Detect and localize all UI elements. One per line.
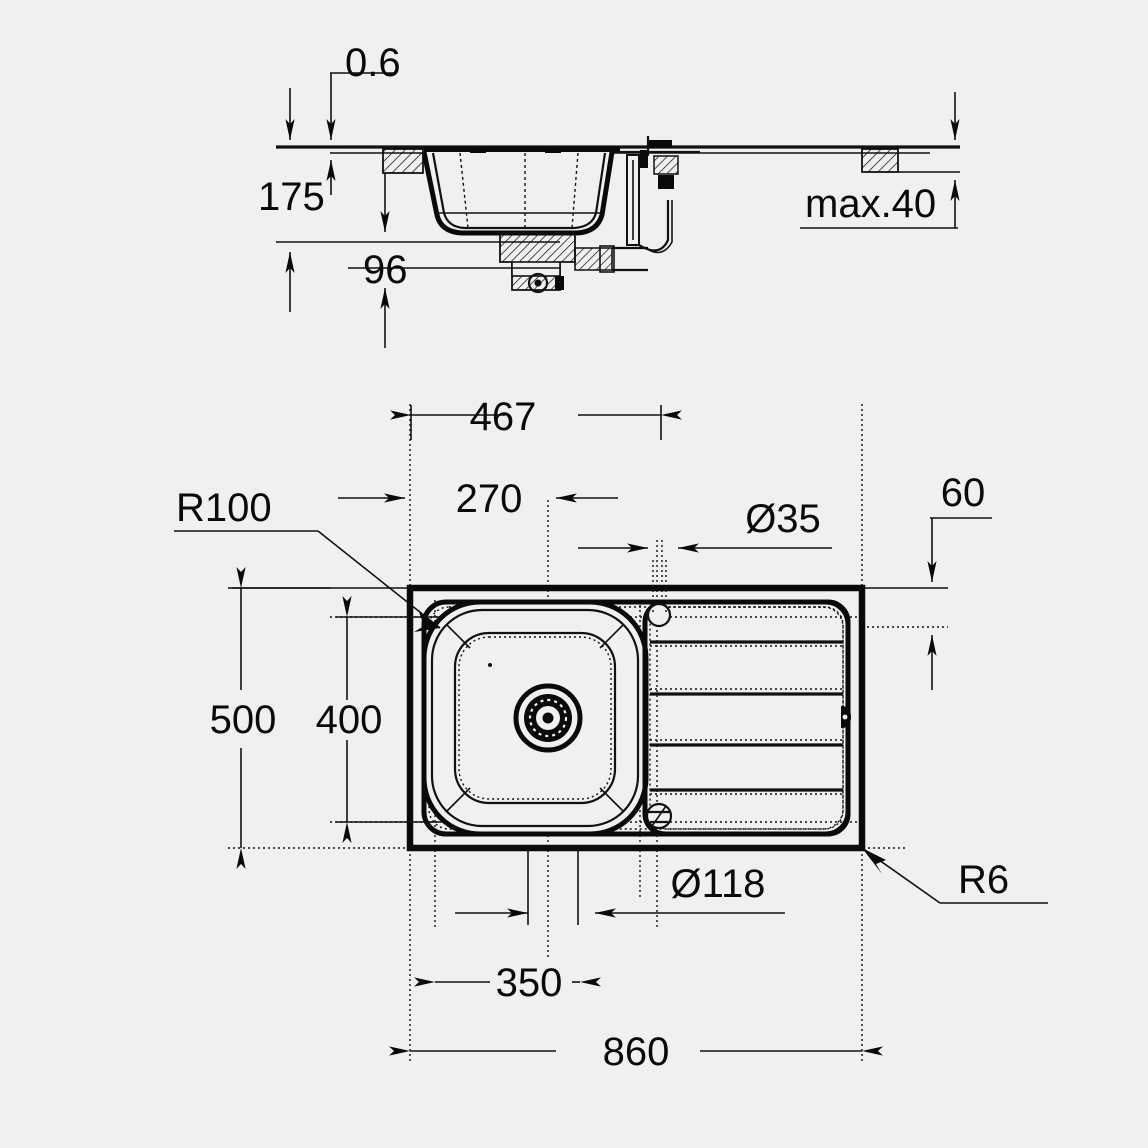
dim-max40-label: max.40 (805, 182, 936, 226)
waste-plug-center (534, 279, 542, 287)
dim-860-label: 860 (603, 1030, 670, 1074)
waste-bolt (555, 276, 564, 290)
dimension-r6: R6 (861, 847, 1048, 904)
dimension-max40: max.40 (800, 92, 960, 229)
overflow-cap (640, 150, 648, 168)
tap-hole (646, 602, 672, 628)
dimension-dia118: Ø118 (455, 848, 785, 925)
overflow-outlet-hole (842, 714, 848, 720)
dimension-860: 860 (389, 1030, 883, 1074)
mounting-clip-left (382, 148, 424, 174)
dimension-60: 60 (927, 471, 992, 690)
dim-500-label: 500 (210, 698, 277, 742)
bowl-center-mark (488, 663, 492, 667)
top-plan-view: 467 270 Ø35 60 R100 (174, 395, 1048, 1074)
dimension-175: 175 (258, 88, 560, 312)
dim-dia118-label: Ø118 (671, 862, 766, 906)
dim-r100-label: R100 (176, 486, 272, 530)
drain-slot-marks (528, 698, 568, 738)
dim-350-label: 350 (496, 961, 563, 1005)
dim-400-label: 400 (316, 698, 383, 742)
dim-0-6-label: 0.6 (345, 41, 401, 85)
dim-dia35-label: Ø35 (745, 497, 821, 541)
dim-175-label: 175 (258, 175, 325, 219)
dim-60-label: 60 (941, 471, 986, 515)
dimension-r100: R100 (174, 486, 441, 632)
waste-collar (511, 261, 561, 277)
dimension-96: 96 (348, 173, 560, 348)
dim-r6-label: R6 (958, 858, 1009, 902)
trap-pipe (574, 247, 613, 271)
bowl-inner-wall (431, 152, 607, 230)
rim-clip-2 (545, 148, 561, 153)
dimension-270: 270 (338, 477, 618, 521)
overflow-thread (653, 155, 679, 175)
dim-467-label: 467 (470, 395, 537, 439)
bowl-base-rect (453, 631, 617, 805)
bowl-fold-tl (446, 624, 471, 649)
trap-coupling (599, 245, 615, 273)
dimension-350: 350 (414, 961, 601, 1005)
bowl-fold-bl (446, 787, 471, 812)
overflow-hose (638, 200, 670, 252)
dimension-500: 500 (210, 567, 330, 869)
dimension-467: 467 (390, 395, 682, 440)
counter-edge-hatch-right (861, 148, 899, 173)
dim-r100-arrowhead (414, 612, 440, 632)
dimension-400: 400 (316, 596, 440, 843)
bowl-outer-wall (421, 151, 615, 236)
bowl-rim-inner (430, 608, 640, 828)
dim-r6-arrowhead (862, 848, 886, 874)
bowl-fold-tr (599, 624, 624, 649)
rim-clip-1 (470, 148, 486, 153)
waste-plug (527, 272, 549, 294)
bowl-base-rect-dotted (458, 636, 612, 800)
dim-96-label: 96 (363, 248, 408, 292)
bowl-fold-br (599, 787, 624, 812)
dimension-dia35: Ø35 (578, 497, 832, 553)
drainer-waste-slot-3 (651, 805, 667, 827)
tap-hole-boss (648, 140, 672, 148)
bowl-detail-line-3 (571, 152, 579, 229)
overflow-fitting (658, 175, 674, 189)
sink-outline (406, 584, 866, 852)
side-section-view: 0.6 175 96 max.40 (258, 41, 960, 348)
drainer-board (642, 560, 851, 837)
dim-r100-leader (317, 530, 441, 629)
dimension-0-6: 0.6 (326, 41, 401, 195)
sink-bowl (421, 599, 649, 837)
dim-270-label: 270 (456, 477, 523, 521)
drain-center-knob (542, 712, 554, 724)
bowl-detail-line-1 (459, 152, 469, 229)
overflow-hose-2 (643, 200, 673, 254)
